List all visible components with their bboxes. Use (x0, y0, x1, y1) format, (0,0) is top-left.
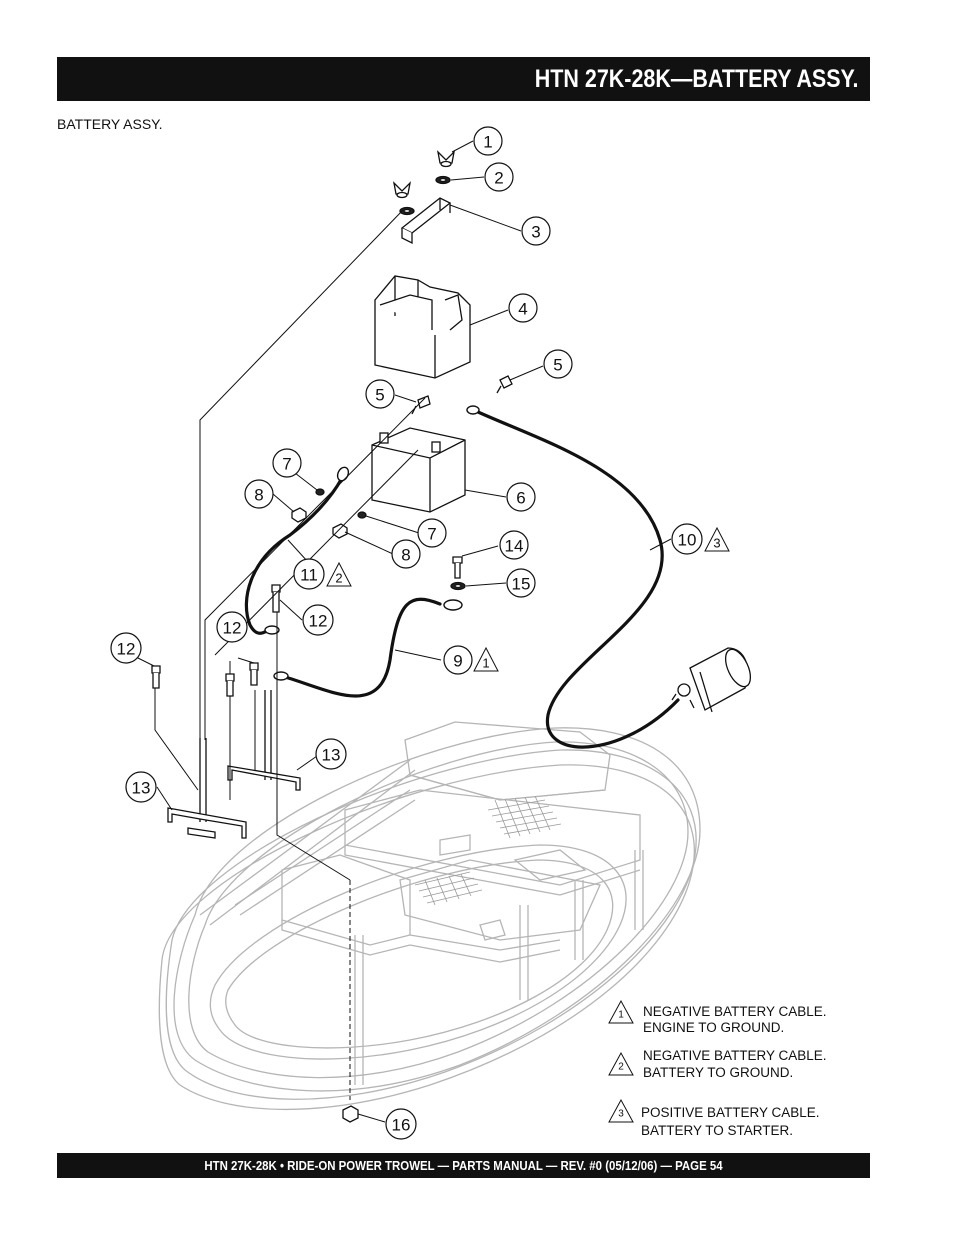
note-2-line2: BATTERY TO GROUND. (643, 1065, 793, 1080)
callout-5-upper: 5 (553, 356, 562, 375)
page-title: HTN 27K-28K—BATTERY ASSY. (534, 64, 858, 93)
callout-9: 9 (453, 652, 462, 671)
callout-2: 2 (494, 169, 503, 188)
callout-12-center: 12 (309, 612, 328, 631)
footer-bar: HTN 27K-28K • RIDE-ON POWER TROWEL — PAR… (57, 1153, 870, 1178)
note-2-flag: 2 (618, 1062, 624, 1073)
callout-4: 4 (518, 300, 527, 319)
note-1-flag: 1 (618, 1010, 624, 1021)
callout-1: 1 (483, 133, 492, 152)
callout-12-left: 12 (117, 640, 136, 659)
callout-12-mid: 12 (223, 619, 242, 638)
callout-6: 6 (516, 489, 525, 508)
callout-circles (110, 126, 703, 1140)
battery-cables (244, 410, 680, 749)
callout-flags (326, 526, 730, 672)
callout-8-left: 8 (254, 486, 263, 505)
notes-legend: 1 2 3 NEGATIVE BATTERY CABLE. ENGINE TO … (608, 999, 827, 1138)
note-3-line2: BATTERY TO STARTER. (641, 1123, 793, 1138)
note-2-line1: NEGATIVE BATTERY CABLE. (643, 1048, 827, 1063)
note-1-line2: ENGINE TO GROUND. (643, 1020, 784, 1035)
note-3-line1: POSITIVE BATTERY CABLE. (641, 1105, 820, 1120)
footer-text: HTN 27K-28K • RIDE-ON POWER TROWEL — PAR… (204, 1158, 723, 1173)
cable-lugs (264, 405, 480, 681)
callout-15: 15 (512, 575, 531, 594)
callout-labels: 1 2 3 4 5 5 6 7 7 8 8 9 10 11 12 12 12 1… (117, 133, 697, 1135)
callout-13-right: 13 (322, 746, 341, 765)
flag-9: 1 (482, 656, 489, 671)
header-bar: HTN 27K-28K—BATTERY ASSY. (57, 57, 870, 101)
flag-10: 3 (713, 536, 720, 551)
callout-13-left: 13 (132, 779, 151, 798)
section-label: BATTERY ASSY. (57, 116, 163, 132)
callout-5-lower: 5 (375, 386, 384, 405)
note-1-line1: NEGATIVE BATTERY CABLE. (643, 1004, 827, 1019)
callout-3: 3 (531, 223, 540, 242)
frame-grilles (414, 795, 562, 906)
flag-11: 2 (335, 571, 342, 586)
callout-7-right: 7 (427, 525, 436, 544)
leader-lines (135, 140, 672, 1123)
callout-16: 16 (392, 1116, 411, 1135)
note-3-flag: 3 (618, 1109, 624, 1120)
callout-flag-labels: 1 3 2 (335, 536, 720, 671)
callout-7-left: 7 (282, 455, 291, 474)
callout-11: 11 (300, 566, 318, 585)
callout-10: 10 (678, 531, 697, 550)
callout-8-right: 8 (401, 546, 410, 565)
hardware-parts (151, 150, 752, 1123)
callout-14: 14 (505, 537, 524, 556)
trowel-frame (158, 721, 701, 1111)
